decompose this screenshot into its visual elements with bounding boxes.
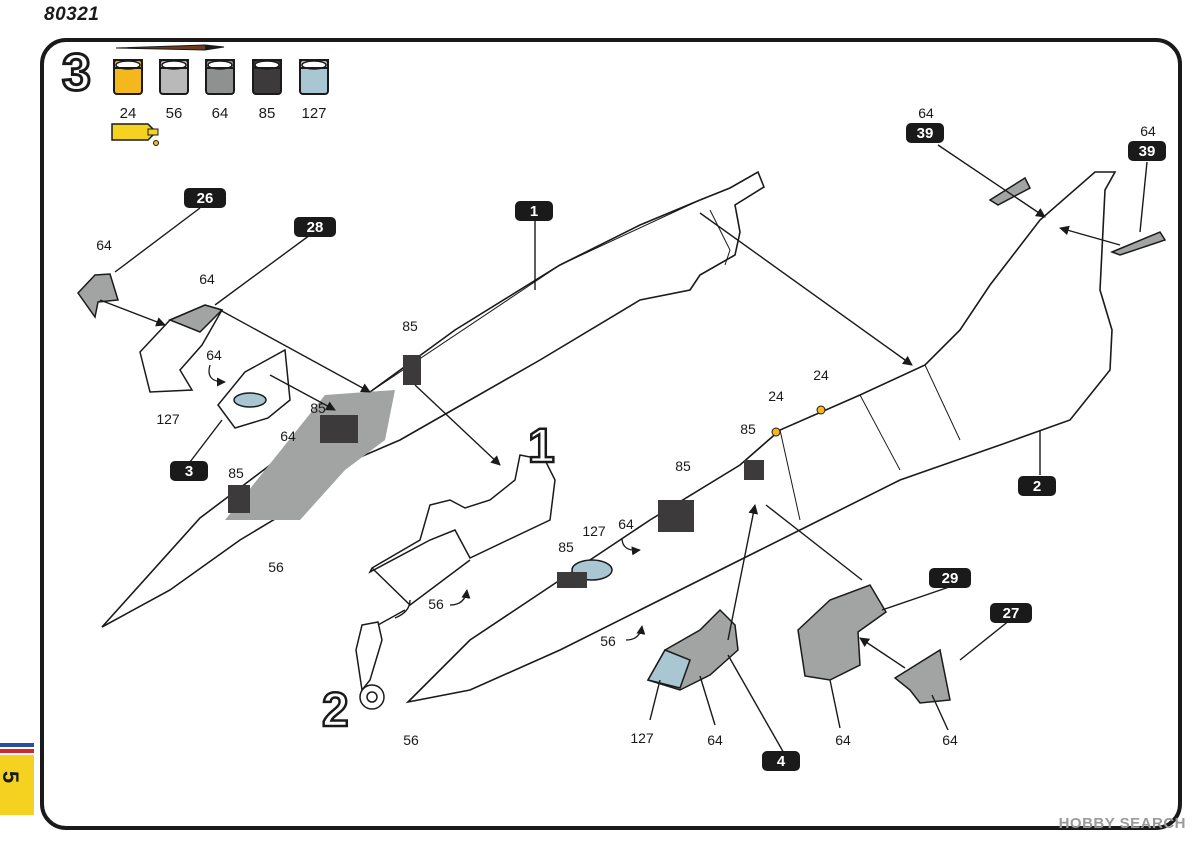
subassembly-1: 1 — [528, 420, 555, 473]
paint-pot-85 — [252, 59, 282, 95]
left-cockpit-dark-detail — [320, 415, 358, 443]
page-tab — [0, 755, 34, 815]
callout-85-right-b: 85 — [675, 458, 691, 474]
callout-64-part28: 64 — [199, 271, 215, 287]
callout-64-nose: 64 — [707, 732, 723, 748]
step-number: 3 — [62, 44, 91, 102]
paint-pot-56 — [159, 59, 189, 95]
right-cockpit-dark-detail — [658, 500, 694, 532]
panel-part-3 — [217, 348, 291, 429]
callout-56-gear-bay: 56 — [600, 633, 616, 649]
left-fuselage-dark-detail — [403, 355, 421, 385]
callout-85-cockpit: 85 — [310, 400, 326, 416]
callout-64-panel: 64 — [206, 347, 222, 363]
light-24-b — [771, 427, 781, 437]
part-badge-4: 4 — [777, 753, 786, 770]
leader-lines — [99, 144, 1148, 756]
callout-64-cockpit: 64 — [618, 516, 634, 532]
callout-64-part39a: 64 — [918, 105, 934, 121]
nose-gear — [355, 621, 385, 710]
part-badge-28: 28 — [307, 219, 324, 236]
callout-56-left: 56 — [268, 559, 284, 575]
paint-code-56: 56 — [166, 105, 183, 122]
callout-127-canopy: 127 — [582, 523, 606, 539]
part-badge-2: 2 — [1033, 478, 1041, 495]
callout-85-fuselage: 85 — [402, 318, 418, 334]
part-number-badges: 1 2 3 4 26 27 28 29 39 39 — [170, 123, 1166, 771]
paint-pot-64 — [205, 59, 235, 95]
callout-127-nose: 127 — [630, 730, 654, 746]
step-frame — [40, 38, 1182, 830]
callout-56-pitot: 56 — [403, 732, 419, 748]
callout-85-instrument: 85 — [558, 539, 574, 555]
part-badge-26: 26 — [197, 190, 214, 207]
paint-pot-127 — [299, 59, 329, 95]
part-badge-1: 1 — [530, 203, 538, 220]
callout-85-nose: 85 — [228, 465, 244, 481]
left-nose-dark-detail — [228, 485, 250, 513]
callout-24-light-b: 24 — [768, 388, 784, 404]
callout-85-right-a: 85 — [740, 421, 756, 437]
paint-code-127: 127 — [301, 105, 326, 122]
paint-code-85: 85 — [259, 105, 276, 122]
instrument-dark-detail — [557, 572, 587, 588]
paint-code-64: 64 — [212, 105, 229, 122]
callout-64-part26: 64 — [96, 237, 112, 253]
paint-code-24: 24 — [120, 105, 137, 122]
part-badge-29: 29 — [942, 570, 959, 587]
callout-127-panel: 127 — [156, 411, 180, 427]
part-badge-39a: 39 — [917, 125, 934, 142]
paint-brush-icon — [115, 44, 225, 51]
light-24-a — [816, 405, 826, 415]
subassembly-2: 2 — [322, 684, 349, 737]
rotation-arrows — [208, 364, 646, 641]
intake-part-29 — [797, 584, 887, 681]
right-fuselage-dark-detail — [744, 460, 764, 480]
watermark: HOBBY SEARCH — [1058, 815, 1186, 832]
tail-part-39a — [988, 176, 1031, 206]
cement-tube-icon — [111, 123, 159, 146]
intake-part-28 — [139, 304, 224, 393]
part-badge-39b: 39 — [1139, 143, 1156, 160]
callout-24-light-a: 24 — [813, 367, 829, 383]
cockpit-tub — [368, 454, 556, 606]
tail-part-39b — [1109, 231, 1167, 256]
part-badge-27: 27 — [1003, 605, 1020, 622]
intake-part-26 — [77, 273, 119, 319]
callout-56-seat: 56 — [428, 596, 444, 612]
tab-stripe-red — [0, 749, 34, 753]
callout-64-fuselage: 64 — [280, 428, 296, 444]
callout-64-part39b: 64 — [1140, 123, 1156, 139]
callout-64-part27: 64 — [942, 732, 958, 748]
nose-radome-part — [646, 608, 739, 691]
tab-stripe-blue — [0, 743, 34, 747]
callout-64-part29: 64 — [835, 732, 851, 748]
paint-pot-24 — [113, 59, 143, 95]
catalog-number: 80321 — [44, 4, 100, 25]
part-badge-3: 3 — [185, 463, 193, 480]
intake-part-27 — [893, 648, 951, 704]
